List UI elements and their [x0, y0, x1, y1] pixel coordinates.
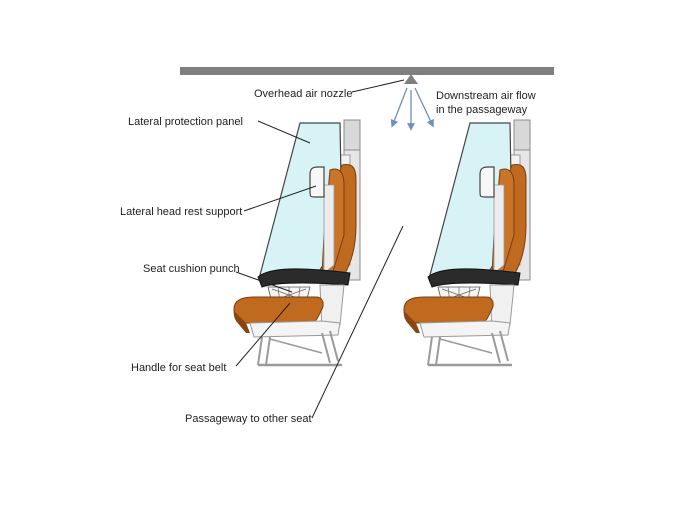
leader-passageway	[311, 225, 404, 419]
lateral-panel-label: Lateral protection panel	[128, 116, 243, 128]
leader-cushion	[235, 271, 293, 293]
overhead-duct	[180, 67, 554, 75]
downstream-flow-label-1: Downstream air flow	[436, 90, 536, 102]
aircraft-seat-right	[402, 118, 532, 367]
leader-head-rest	[243, 185, 317, 212]
overhead-nozzle-label: Overhead air nozzle	[254, 88, 352, 100]
downstream-flow-label-2: in the passageway	[436, 104, 528, 116]
leader-overhead	[351, 79, 405, 93]
arrow-down-icon	[414, 87, 434, 128]
seat-belt-handle-label: Handle for seat belt	[131, 362, 226, 374]
arrow-down-icon	[390, 87, 408, 128]
leader-panel	[257, 120, 311, 144]
head-rest-support-label: Lateral head rest support	[120, 206, 242, 218]
aircraft-seat-left	[232, 118, 362, 367]
passageway-label: Passageway to other seat	[185, 413, 312, 425]
leader-lines	[235, 79, 405, 419]
leader-belt-handle	[235, 302, 291, 367]
airflow-arrows	[390, 87, 434, 131]
nozzle-icon	[404, 74, 418, 84]
cushion-punch-label: Seat cushion punch	[143, 263, 240, 275]
